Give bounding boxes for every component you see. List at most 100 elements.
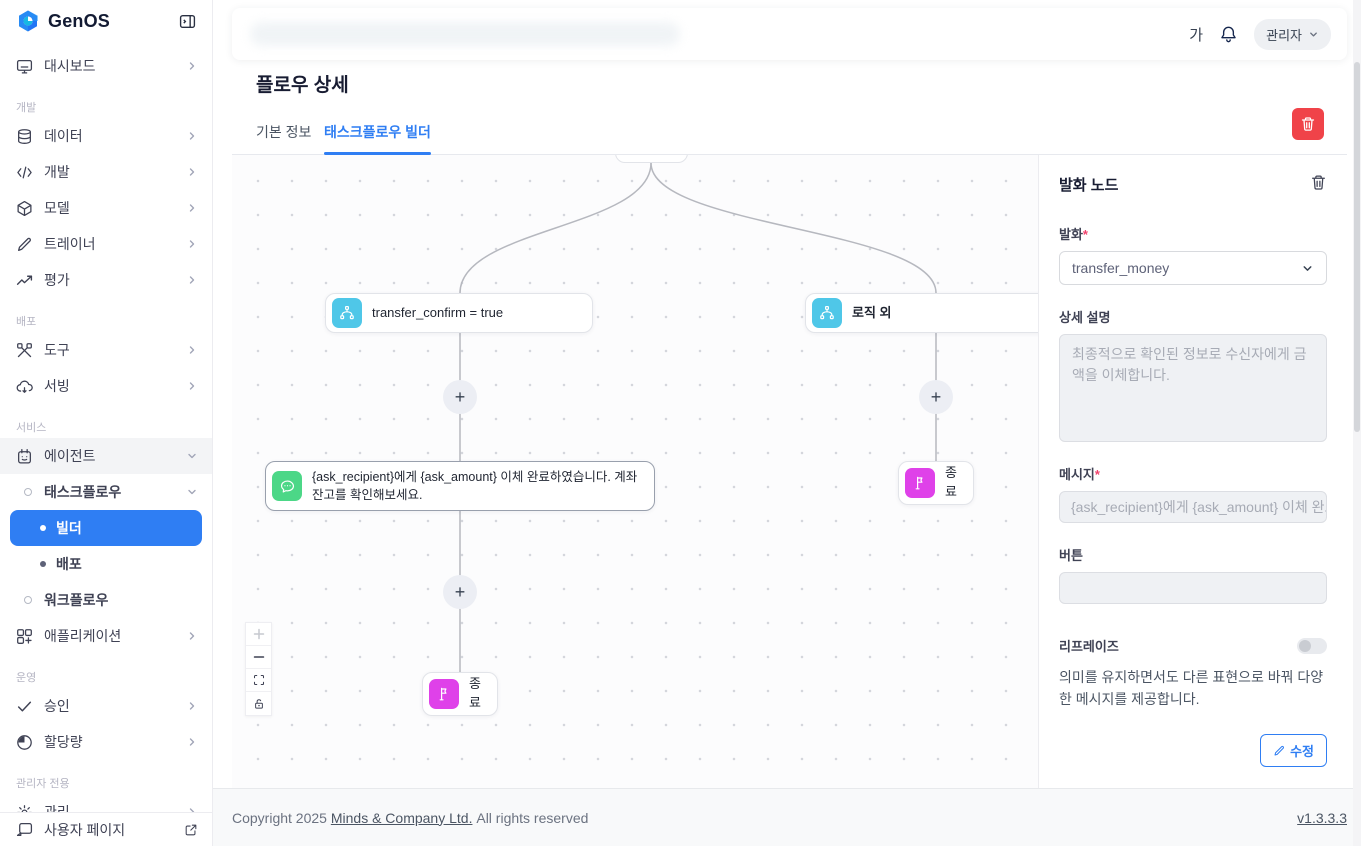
user-page-icon [16,821,33,838]
sidebar-section-ops: 운영 [16,672,37,684]
tools-icon [16,342,33,359]
message-field-label: 메시지* [1059,467,1100,482]
sidebar-item-quota[interactable]: 할당량 [0,724,212,760]
add-node-button[interactable]: + [443,380,477,414]
sidebar-item-application[interactable]: 애플리케이션 [0,618,212,654]
sidebar-item-evaluation[interactable]: 평가 [0,262,212,298]
chevron-right-icon [186,700,198,712]
scrollbar-thumb[interactable] [1354,62,1360,432]
delete-node-button[interactable] [1310,174,1327,191]
pencil-icon [16,236,33,253]
version-link[interactable]: v1.3.3.3 [1297,809,1347,826]
delete-flow-button[interactable] [1292,108,1324,140]
add-node-button[interactable]: + [919,380,953,414]
description-field-label: 상세 설명 [1059,310,1111,325]
sidebar-item-deploy[interactable]: 배포 [0,546,212,582]
node-condition-other-logic[interactable]: 로직 외 [805,293,1038,333]
circle-bullet-icon [24,488,32,496]
chevron-down-icon [1310,31,1317,37]
external-link-icon [184,823,198,837]
fit-view-button[interactable] [246,669,271,692]
tab-bar: 기본 정보 태스크플로우 빌더 [232,110,1347,155]
chevron-right-icon [186,130,198,142]
chevron-right-icon [186,736,198,748]
sidebar-item-user-page[interactable]: 사용자 페이지 [0,812,212,846]
sidebar-item-label: 도구 [44,342,70,358]
sidebar-item-label: 승인 [44,698,70,714]
sidebar-section-service: 서비스 [16,422,47,434]
node-message-utterance[interactable]: {ask_recipient}에게 {ask_amount} 이체 완료하였습니… [265,461,655,511]
sidebar-item-label: 트레이너 [44,236,96,252]
sidebar-item-label: 개발 [44,164,70,180]
rephrase-description: 의미를 유지하면서도 다른 표현으로 바꿔 다양한 메시지를 제공합니다. [1059,669,1324,707]
vertical-scrollbar [1353,0,1361,846]
quota-pie-icon [16,734,33,751]
lock-button[interactable] [246,692,271,715]
check-icon [16,698,33,715]
sidebar-item-serving[interactable]: 서빙 [0,368,212,404]
sidebar-item-builder[interactable]: 빌더 [10,510,202,546]
sidebar-item-tools[interactable]: 도구 [0,332,212,368]
circle-bullet-icon [24,596,32,604]
panel-title: 발화 노드 [1059,177,1119,194]
top-header-bar: 가 관리자 [232,8,1347,60]
branch-icon [332,298,362,328]
button-input [1059,572,1327,604]
sidebar-item-label: 사용자 페이지 [44,821,126,838]
cloud-icon [16,378,33,395]
brand-name: GenOS [48,10,111,31]
sidebar-item-label: 데이터 [44,128,83,144]
sidebar-item-label: 에이전트 [44,448,96,464]
sidebar-item-model[interactable]: 모델 [0,190,212,226]
code-icon [16,164,33,181]
flow-canvas[interactable]: transfer_confirm = true 로직 외 + + + {ask_… [232,155,1038,788]
sidebar-item-develop[interactable]: 개발 [0,154,212,190]
sidebar-item-workflow[interactable]: 워크플로우 [0,582,212,618]
sidebar-item-approval[interactable]: 승인 [0,688,212,724]
chevron-right-icon [186,60,198,72]
chevron-down-icon [186,450,198,462]
required-mark: * [1082,227,1088,242]
chevron-right-icon [186,274,198,286]
node-label: 종료 [945,465,957,499]
sidebar-item-trainer[interactable]: 트레이너 [0,226,212,262]
logo-row: GenOS [0,0,212,42]
sidebar-item-label: 워크플로우 [44,592,109,608]
notification-bell-icon[interactable] [1219,25,1238,44]
sidebar-collapse-icon[interactable] [179,13,196,30]
sidebar-item-label: 태스크플로우 [44,484,122,500]
dot-bullet-icon [40,561,46,567]
database-icon [16,128,33,145]
node-end-right[interactable]: 종료 [898,461,974,505]
sidebar-item-label: 대시보드 [44,58,96,74]
sidebar-item-taskflow[interactable]: 태스크플로우 [0,474,212,510]
sidebar-item-dashboard[interactable]: 대시보드 [0,48,212,84]
branch-icon [812,298,842,328]
sidebar-item-agent[interactable]: 에이전트 [0,438,212,474]
genos-logo-icon [16,9,40,33]
node-label: transfer_confirm = true [372,304,504,320]
utterance-select[interactable]: transfer_money [1059,251,1327,285]
node-condition-transfer-confirm[interactable]: transfer_confirm = true [325,293,593,333]
sidebar-item-label: 모델 [44,200,70,216]
message-input: {ask_recipient}에게 {ask_amount} 이체 완료하 [1059,491,1327,523]
utterance-select-value: transfer_money [1072,260,1170,276]
node-end-bottom[interactable]: 종료 [422,672,498,716]
node-detail-panel: 발화 노드 발화* transfer_money 상세 설명 최종적으로 확인된… [1038,155,1347,788]
tab-taskflow-builder[interactable]: 태스크플로우 빌더 [324,109,431,155]
trash-icon [1312,175,1325,190]
user-menu[interactable]: 관리자 [1254,18,1331,50]
edit-button[interactable]: 수정 [1260,734,1327,768]
add-node-button[interactable]: + [443,575,477,609]
zoom-out-button[interactable] [246,646,271,669]
sidebar-menu: 대시보드 개발 데이터 개발 모델 트레이너 [0,42,212,830]
rephrase-toggle[interactable] [1297,637,1327,654]
node-top-partial[interactable] [615,155,688,163]
company-link[interactable]: Minds & Company Ltd. [330,809,473,826]
sidebar-item-data[interactable]: 데이터 [0,118,212,154]
zoom-in-button[interactable] [246,623,271,646]
copyright-suffix: All rights reserved [476,809,589,826]
sidebar-section-admin: 관리자 전용 [16,778,70,790]
tab-basic-info[interactable]: 기본 정보 [256,123,312,140]
language-button[interactable]: 가 [1189,26,1204,44]
